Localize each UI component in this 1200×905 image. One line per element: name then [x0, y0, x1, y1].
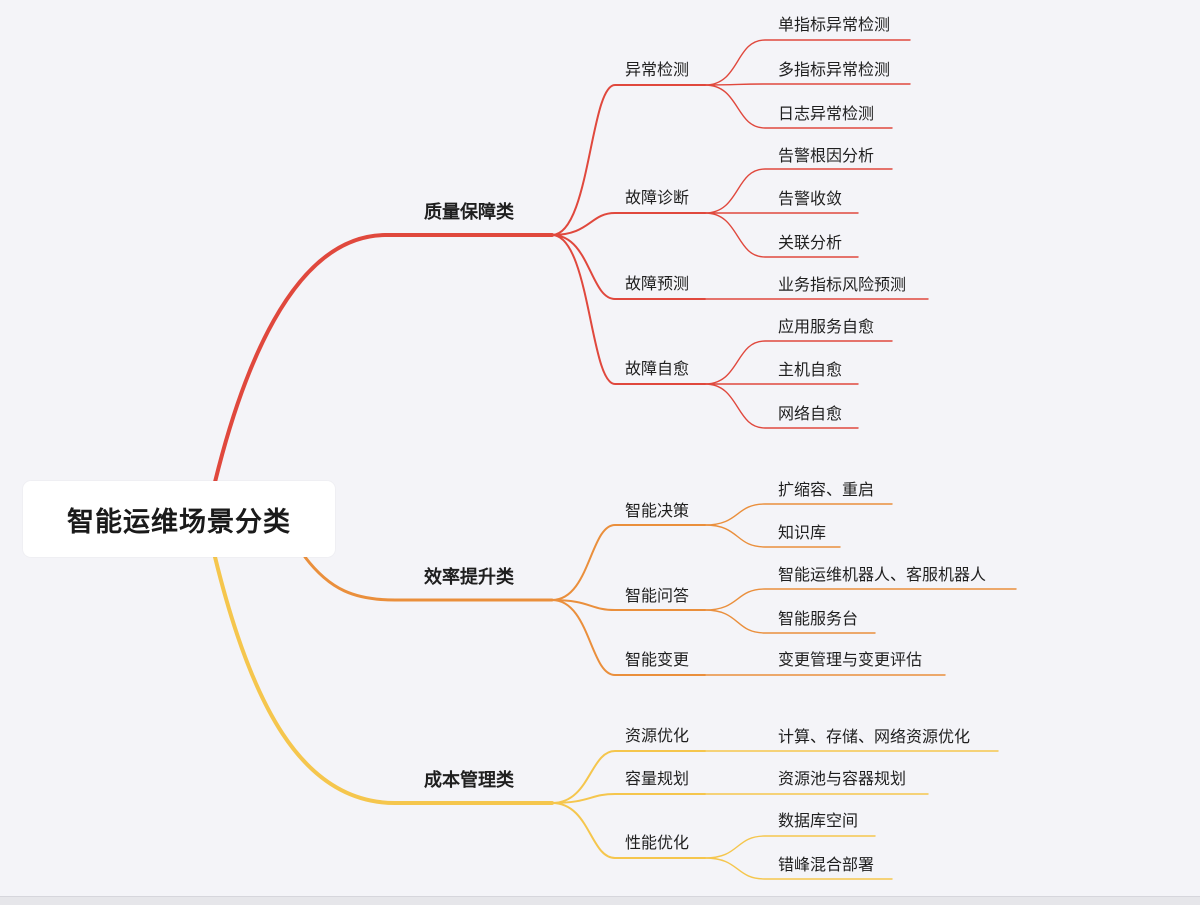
leaf-branch-0-0-2 [704, 84, 893, 129]
group-branch-2-2 [551, 802, 706, 859]
root-branch-2 [213, 555, 554, 805]
leaf-label-0-3-2[interactable]: 网络自愈 [778, 404, 843, 423]
group-label-2-0[interactable]: 资源优化 [625, 726, 690, 745]
leaf-label-0-2-0[interactable]: 业务指标风险预测 [778, 275, 907, 294]
leaf-label-1-1-1[interactable]: 智能服务台 [778, 609, 859, 628]
group-branch-1-2 [551, 599, 706, 676]
group-label-0-3[interactable]: 故障自愈 [625, 359, 690, 378]
group-label-2-1[interactable]: 容量规划 [625, 769, 690, 788]
leaf-label-0-3-1[interactable]: 主机自愈 [778, 360, 843, 379]
leaf-branch-1-0-0 [704, 503, 893, 526]
leaf-label-0-3-0[interactable]: 应用服务自愈 [778, 317, 875, 336]
group-branch-2-1 [551, 793, 706, 804]
group-label-1-1[interactable]: 智能问答 [625, 586, 690, 605]
leaf-branch-1-0-1 [704, 524, 841, 548]
leaf-label-1-2-0[interactable]: 变更管理与变更评估 [778, 650, 923, 669]
group-branch-1-0 [551, 524, 706, 601]
leaf-label-2-2-1[interactable]: 错峰混合部署 [778, 855, 875, 874]
leaf-label-2-0-0[interactable]: 计算、存储、网络资源优化 [778, 727, 971, 746]
category-label-2[interactable]: 成本管理类 [424, 770, 514, 791]
leaf-branch-0-1-2 [704, 212, 859, 258]
root-branch-0 [213, 233, 554, 484]
leaf-branch-0-0-0 [704, 39, 911, 86]
leaf-label-0-1-0[interactable]: 告警根因分析 [778, 146, 875, 165]
bottom-scrollbar-track [0, 896, 1200, 905]
leaf-label-1-0-0[interactable]: 扩缩容、重启 [778, 480, 875, 499]
leaf-branch-1-1-1 [704, 609, 876, 634]
group-branch-2-0 [551, 750, 706, 804]
group-branch-0-0 [551, 84, 706, 236]
leaf-branch-0-1-0 [704, 168, 893, 214]
leaf-label-0-0-0[interactable]: 单指标异常检测 [778, 15, 891, 34]
leaf-label-0-1-2[interactable]: 关联分析 [778, 233, 843, 252]
group-label-0-1[interactable]: 故障诊断 [625, 188, 690, 207]
leaf-label-0-0-2[interactable]: 日志异常检测 [778, 104, 875, 123]
category-label-1[interactable]: 效率提升类 [424, 567, 514, 588]
group-branch-0-2 [551, 234, 706, 300]
group-branch-1-1 [551, 599, 706, 611]
leaf-branch-2-2-0 [704, 835, 876, 859]
leaf-label-0-1-1[interactable]: 告警收敛 [778, 189, 843, 208]
group-branch-0-3 [551, 234, 706, 385]
leaf-branch-0-0-1 [704, 83, 911, 86]
leaf-branch-1-1-0 [704, 588, 1017, 611]
group-label-0-0[interactable]: 异常检测 [625, 60, 690, 79]
leaf-label-2-2-0[interactable]: 数据库空间 [778, 811, 859, 830]
leaf-label-2-1-0[interactable]: 资源池与容器规划 [778, 769, 907, 788]
group-label-2-2[interactable]: 性能优化 [625, 833, 690, 852]
leaf-branch-0-3-0 [704, 340, 893, 385]
group-label-0-2[interactable]: 故障预测 [625, 274, 690, 293]
group-branch-0-1 [551, 212, 706, 236]
group-label-1-0[interactable]: 智能决策 [625, 501, 690, 520]
leaf-label-1-0-1[interactable]: 知识库 [778, 523, 827, 542]
leaf-label-1-1-0[interactable]: 智能运维机器人、客服机器人 [778, 565, 987, 584]
leaf-label-0-0-1[interactable]: 多指标异常检测 [778, 60, 891, 79]
group-label-1-2[interactable]: 智能变更 [625, 650, 690, 669]
root-branch-1 [303, 555, 554, 602]
root-node[interactable]: 智能运维场景分类 [23, 481, 335, 557]
category-label-0[interactable]: 质量保障类 [424, 202, 514, 223]
leaf-branch-0-3-2 [704, 383, 859, 429]
leaf-branch-2-2-1 [704, 857, 893, 880]
